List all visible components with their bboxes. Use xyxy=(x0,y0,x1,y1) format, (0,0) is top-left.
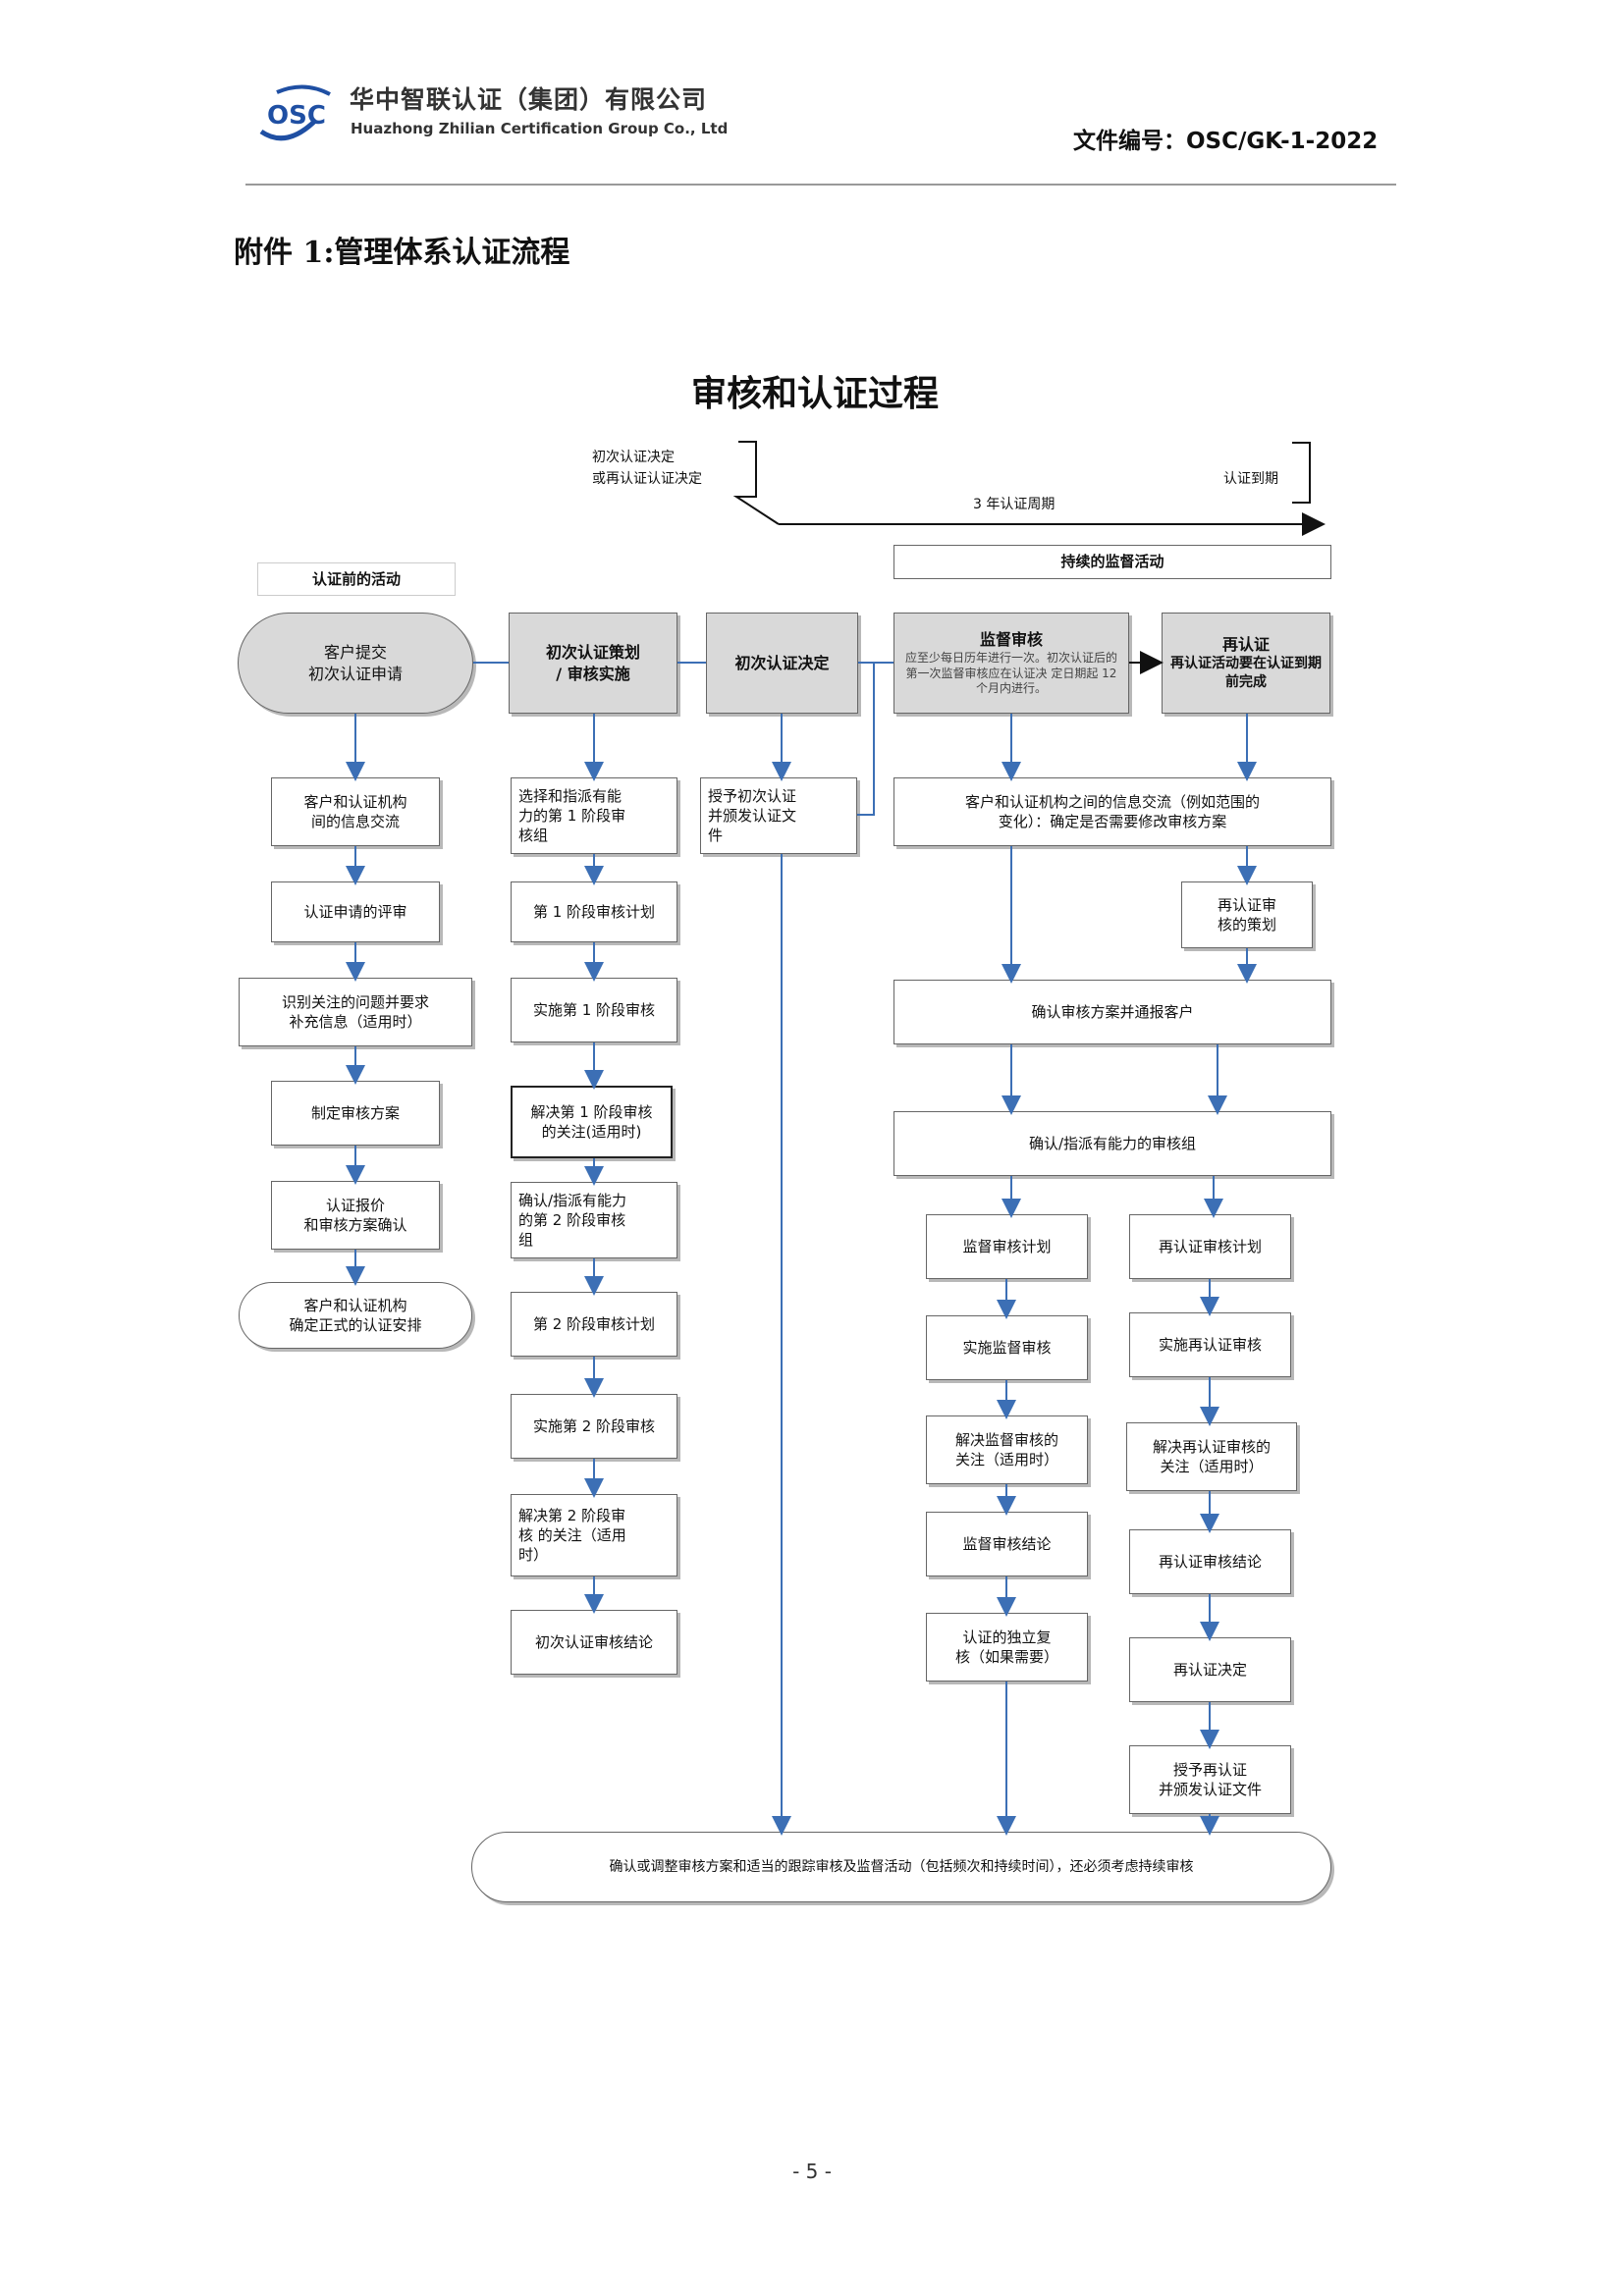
right-recert-planning: 再认证审 核的策划 xyxy=(1181,881,1313,948)
logo-icon: OSC xyxy=(259,84,331,141)
col5-recert-plan: 再认证审核计划 xyxy=(1129,1214,1291,1279)
right-confirm-programme: 确认审核方案并通报客户 xyxy=(893,980,1331,1044)
col1-info-exchange: 客户和认证机构 间的信息交流 xyxy=(271,777,440,846)
bottom-confirm-programme: 确认或调整审核方案和适当的跟踪审核及监督活动（包括频次和持续时间），还必须考虑持… xyxy=(471,1832,1331,1902)
col1-formal-arrangement: 客户和认证机构 确定正式的认证安排 xyxy=(239,1282,472,1349)
col2-initial-conclusion: 初次认证审核结论 xyxy=(511,1610,677,1675)
surveillance-audit-head: 监督审核 应至少每日历年进行一次。初次认证后的第一次监督审核应在认证决 定日期起… xyxy=(893,613,1129,714)
initial-certification-decision: 初次认证决定 xyxy=(706,613,858,714)
right-assign-team: 确认/指派有能力的审核组 xyxy=(893,1111,1331,1176)
diagram-title: 审核和认证过程 xyxy=(690,373,939,414)
col5-grant-recert: 授予再认证 并颁发认证文件 xyxy=(1129,1745,1291,1814)
appendix-title: 附件 1:管理体系认证流程 xyxy=(234,236,570,270)
col3-grant-initial: 授予初次认证 并颁发认证文 件 xyxy=(700,777,857,854)
col1-quotation: 认证报价 和审核方案确认 xyxy=(271,1181,440,1250)
col5-recert-concerns: 解决再认证审核的 关注（适用时） xyxy=(1126,1422,1297,1491)
col2-stage1-concerns: 解决第 1 阶段审核 的关注(适用时) xyxy=(511,1086,673,1158)
header-divider xyxy=(245,184,1396,186)
col1-identify-concerns: 识别关注的问题并要求 补充信息（适用时） xyxy=(239,978,472,1046)
company-name-cn: 华中智联认证（集团）有限公司 xyxy=(350,85,708,114)
initial-audit-planning: 初次认证策划 / 审核实施 xyxy=(509,613,677,714)
col5-recert-decision: 再认证决定 xyxy=(1129,1637,1291,1702)
col2-stage2-concerns: 解决第 2 阶段审 核 的关注（适用 时） xyxy=(511,1494,677,1576)
col1-application-review: 认证申请的评审 xyxy=(271,881,440,942)
company-logo: OSC xyxy=(257,80,334,147)
document-number: 文件编号：OSC/GK-1-2022 xyxy=(1073,129,1379,154)
grant-to-surveillance xyxy=(857,663,875,816)
timeline-start-label: 初次认证决定 或再认证认证决定 xyxy=(592,450,702,487)
col4-surveillance-audit: 实施监督审核 xyxy=(926,1315,1088,1380)
timeline-end-label: 认证到期 xyxy=(1223,471,1278,487)
col4-independent-review: 认证的独立复 核（如果需要） xyxy=(926,1613,1088,1682)
recertification-title: 再认证 xyxy=(1221,634,1270,654)
surveillance-audit-note: 应至少每日历年进行一次。初次认证后的第一次监督审核应在认证决 定日期起 12 个… xyxy=(904,650,1117,696)
col4-surveillance-concerns: 解决监督审核的 关注（适用时） xyxy=(926,1415,1088,1484)
timeline-end-bracket xyxy=(1292,442,1311,504)
pre-certification-activities-label: 认证前的活动 xyxy=(257,562,456,596)
recertification-note: 再认证活动要在认证到期前完成 xyxy=(1170,656,1322,691)
col5-recert-audit: 实施再认证审核 xyxy=(1129,1312,1291,1377)
timeline-cycle-label: 3 年认证周期 xyxy=(973,497,1056,512)
col4-surveillance-conclusion: 监督审核结论 xyxy=(926,1512,1088,1576)
ongoing-surveillance-label: 持续的监督活动 xyxy=(893,545,1331,579)
surveillance-audit-title: 监督审核 xyxy=(979,630,1043,650)
col5-recert-conclusion: 再认证审核结论 xyxy=(1129,1529,1291,1594)
right-info-exchange: 客户和认证机构之间的信息交流（例如范围的 变化）：确定是否需要修改审核方案 xyxy=(893,777,1331,846)
logo-text: OSC xyxy=(267,101,326,131)
company-name-en: Huazhong Zhilian Certification Group Co.… xyxy=(351,120,729,137)
col4-surveillance-plan: 监督审核计划 xyxy=(926,1214,1088,1279)
client-application: 客户提交 初次认证申请 xyxy=(238,613,473,714)
recertification-head: 再认证 再认证活动要在认证到期前完成 xyxy=(1162,613,1330,714)
timeline-start-bracket xyxy=(732,441,780,525)
col2-select-team-stage2: 确认/指派有能力 的第 2 阶段审核 组 xyxy=(511,1182,677,1258)
col1-audit-programme: 制定审核方案 xyxy=(271,1081,440,1146)
page-number: - 5 - xyxy=(792,2160,832,2183)
